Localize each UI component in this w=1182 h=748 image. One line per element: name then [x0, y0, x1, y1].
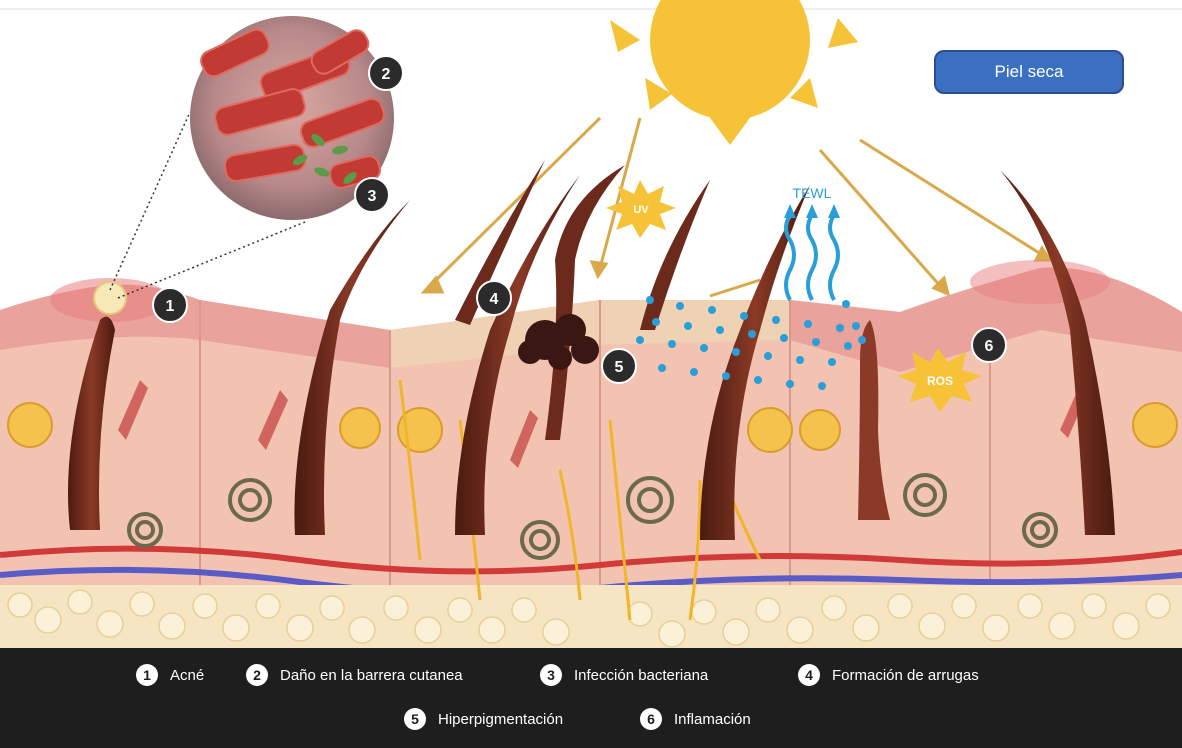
legend-item-wrinkles: 4 Formación de arrugas: [798, 660, 979, 690]
legend-label: Hiperpigmentación: [438, 711, 563, 728]
svg-text:3: 3: [368, 188, 377, 205]
legend-item-barrier-damage: 2 Daño en la barrera cutanea: [246, 660, 463, 690]
legend-label: Daño en la barrera cutanea: [280, 667, 463, 684]
legend-item-inflammation: 6 Inflamación: [640, 704, 751, 734]
uv-label: UV: [633, 204, 649, 216]
legend-label: Formación de arrugas: [832, 667, 979, 684]
legend-item-bacterial-infection: 3 Infección bacteriana: [540, 660, 708, 690]
marker-5: 5: [602, 349, 636, 383]
marker-6: 6: [972, 328, 1006, 362]
acne-pustule: [94, 282, 126, 314]
svg-text:2: 2: [382, 66, 391, 83]
legend-number: 4: [798, 664, 820, 686]
legend-number: 2: [246, 664, 268, 686]
legend-bar: 1 Acné 2 Daño en la barrera cutanea 3 In…: [0, 648, 1182, 748]
legend-label: Inflamación: [674, 711, 751, 728]
legend-number: 1: [136, 664, 158, 686]
legend-number: 6: [640, 708, 662, 730]
sun-icon: [610, 0, 858, 145]
legend-label: Acné: [170, 667, 204, 684]
svg-text:5: 5: [615, 359, 624, 376]
tewl-label: TEWL: [793, 185, 832, 201]
legend-number: 3: [540, 664, 562, 686]
legend-label: Infección bacteriana: [574, 667, 708, 684]
marker-4: 4: [477, 281, 511, 315]
marker-1: 1: [153, 288, 187, 322]
uv-burst-icon: UV: [606, 180, 676, 238]
marker-3: 3: [355, 178, 389, 212]
legend-item-hyperpigmentation: 5 Hiperpigmentación: [404, 704, 563, 734]
marker-2: 2: [369, 56, 403, 90]
svg-text:6: 6: [985, 338, 994, 355]
svg-text:4: 4: [490, 291, 499, 308]
tewl-waves: [786, 215, 838, 300]
ros-label: ROS: [927, 374, 953, 388]
dry-skin-button[interactable]: Piel seca: [934, 50, 1124, 94]
svg-text:1: 1: [166, 298, 175, 315]
legend-item-acne: 1 Acné: [136, 660, 204, 690]
legend-number: 5: [404, 708, 426, 730]
